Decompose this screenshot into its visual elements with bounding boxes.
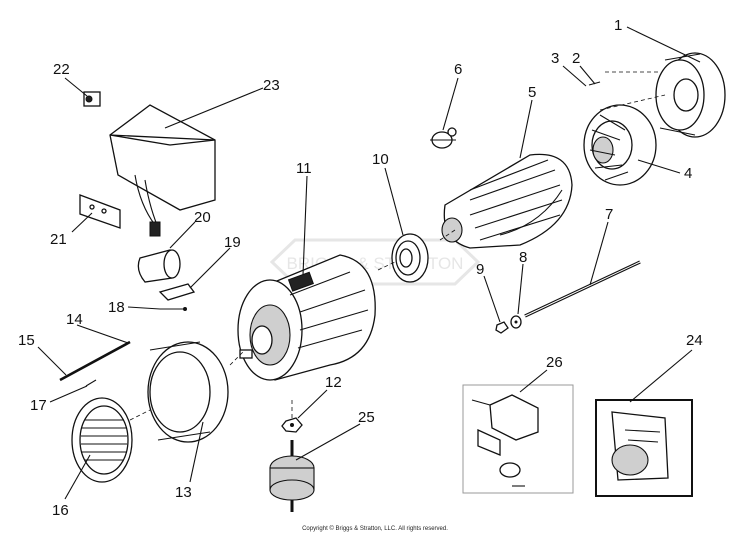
part-16-grille-cover [71,397,133,483]
part-4-fan [583,104,657,186]
part-26-inset-assembly [462,384,574,494]
part-8-washer [510,315,522,329]
callout-1: 1 [614,17,622,34]
callout-10: 10 [372,151,389,168]
part-22-switch [83,91,101,107]
callout-18: 18 [108,299,125,316]
callout-6: 6 [454,61,462,78]
part-6-diode [430,127,457,149]
callout-8: 8 [519,249,527,266]
part-12-nut [281,417,303,433]
callout-11: 11 [296,160,312,177]
part-17-screw [85,379,97,387]
callout-9: 9 [476,261,484,278]
callout-12: 12 [325,374,342,391]
callout-13: 13 [175,484,192,501]
callout-26: 26 [546,354,563,371]
callout-22: 22 [53,61,70,78]
callout-2: 2 [572,50,580,67]
copyright-notice: Copyright © Briggs & Stratton, LLC. All … [302,526,448,532]
callout-23: 23 [263,77,280,94]
part-1-fan-housing [655,52,726,138]
callout-24: 24 [686,332,703,349]
part-10-bearing [391,233,429,283]
callout-numbers: 1 2 3 4 5 6 7 8 9 10 11 12 13 14 15 17 1… [18,17,703,519]
part-23-control-box [109,104,216,237]
callout-7: 7 [605,206,613,223]
callout-21: 21 [50,231,67,248]
assembly-guide-lines [129,71,666,421]
callout-25: 25 [358,409,375,426]
callout-17: 17 [30,397,47,414]
leader-lines [37,26,701,500]
callout-4: 4 [684,165,692,182]
part-25-shock-mount [269,440,315,512]
callout-3: 3 [551,50,559,67]
part-19-bracket [158,283,196,301]
callout-16: 16 [52,502,69,519]
part-21-receptacle-plate [79,194,121,229]
callout-19: 19 [224,234,241,251]
part-18-screw [160,307,187,311]
callout-20: 20 [194,209,211,226]
callout-14: 14 [66,311,83,328]
part-11-stator [237,254,376,381]
part-20-capacitor [137,249,181,283]
callout-15: 15 [18,332,35,349]
part-9-nut [495,321,509,334]
callout-5: 5 [528,84,536,101]
part-7-through-bolt [524,260,641,318]
part-24-inset-panel [595,399,693,497]
part-14-bolt [59,340,131,382]
part-5-rotor [441,153,573,249]
part-13-end-bell [147,341,229,443]
